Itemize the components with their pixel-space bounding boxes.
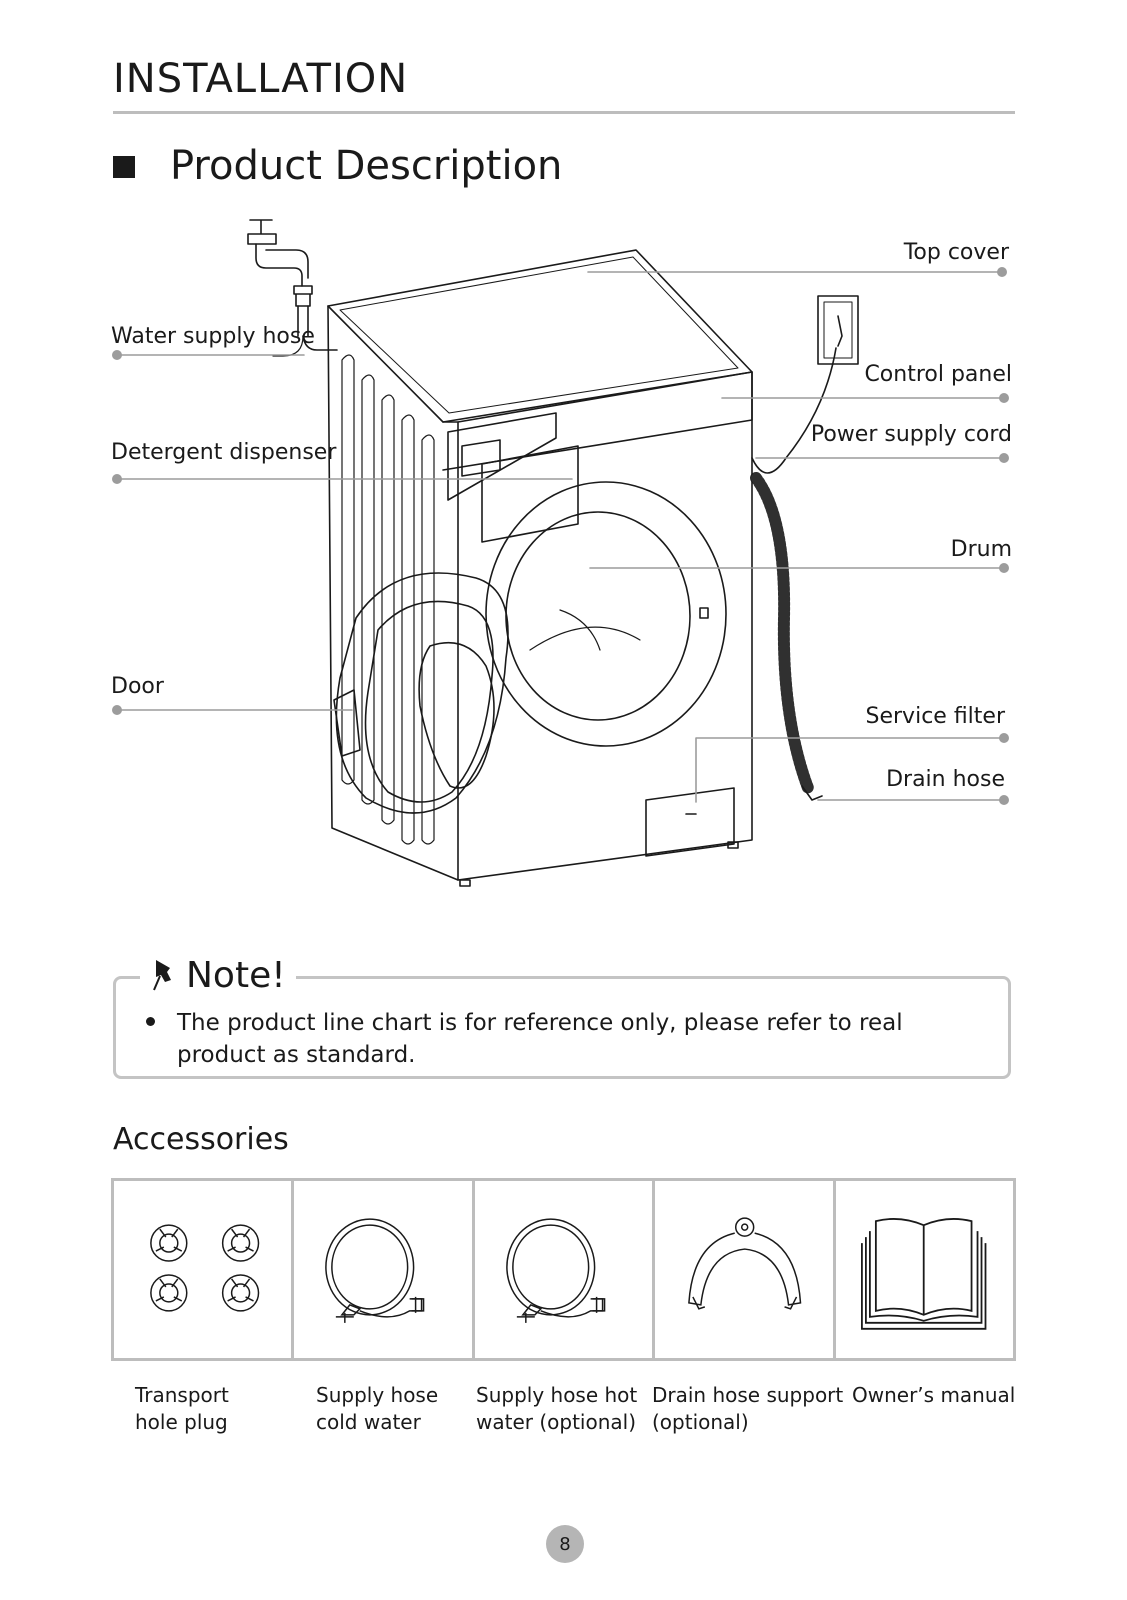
accessory-label: Transport hole plug: [135, 1383, 229, 1434]
page-number: 8: [546, 1525, 584, 1563]
pushpin-icon: [153, 960, 171, 991]
transport-hole-plug-icon: [150, 1224, 260, 1312]
supply-hose-cold-icon: [325, 1218, 425, 1323]
callout-water-supply-hose: Water supply hose: [111, 324, 315, 349]
callout-power-supply-cord: Power supply cord: [810, 422, 1012, 447]
callout-door: Door: [111, 674, 164, 699]
note-text: The product line chart is for reference …: [177, 1010, 903, 1068]
accessory-cell: [114, 1181, 295, 1358]
accessory-cell: [294, 1181, 475, 1358]
callout-drum: Drum: [950, 537, 1012, 562]
accessory-label: Supply hose hot water (optional): [476, 1383, 638, 1434]
page-subtitle: Product Description: [170, 143, 563, 189]
accessory-label: Drain hose support (optional): [652, 1383, 844, 1434]
callout-control-panel: Control panel: [864, 362, 1012, 387]
note-title: Note!: [186, 954, 286, 996]
accessory-cell: [836, 1181, 1013, 1358]
accessory-cell: [655, 1181, 836, 1358]
callout-detergent-dispenser: Detergent dispenser: [111, 440, 337, 465]
accessory-label: Supply hose cold water: [316, 1383, 439, 1434]
callout-drain-hose: Drain hose: [886, 767, 1005, 792]
section-title: INSTALLATION: [113, 56, 409, 102]
accessory-label: Owner’s manual: [852, 1383, 1016, 1407]
accessories-title: Accessories: [113, 1122, 289, 1157]
owners-manual-icon: [860, 1218, 987, 1330]
bullet-icon: [146, 1017, 155, 1026]
supply-hose-hot-icon: [505, 1218, 606, 1323]
note-box: [113, 976, 1011, 1079]
drain-hose-support-icon: [688, 1217, 802, 1310]
note-header: Note!: [140, 952, 296, 998]
callout-service-filter: Service filter: [865, 704, 1005, 729]
washing-machine-diagram: [112, 219, 1009, 887]
callout-top-cover: Top cover: [903, 240, 1009, 265]
accessory-cell: [475, 1181, 656, 1358]
square-bullet-icon: [113, 156, 135, 178]
accessories-table: [111, 1178, 1016, 1361]
water-tap-icon: [247, 219, 313, 357]
header-divider: [113, 111, 1015, 114]
